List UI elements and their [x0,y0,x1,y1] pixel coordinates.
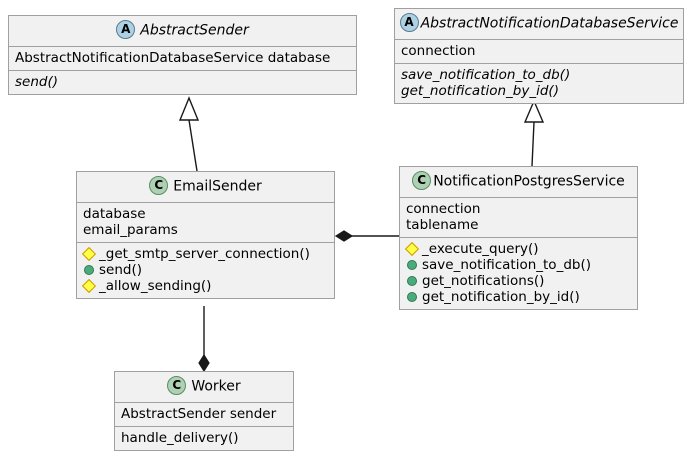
public-visibility-icon [84,265,94,275]
method-row: get_notification_by_id() [406,289,631,305]
class-name-worker: Worker [191,378,241,395]
abstract-class-icon: A [399,13,419,32]
attributes-compartment-worker: AbstractSender sender [115,403,293,427]
attribute-item: email_params [83,222,178,238]
method-row: save_notification_to_db() [406,257,631,273]
attributes-compartment-email-sender: database email_params [77,203,334,243]
method-item: get_notification_by_id() [422,289,580,305]
public-visibility-icon [407,276,417,286]
method-row: _allow_sending() [81,278,328,294]
methods-compartment-email-sender: _get_smtp_server_connection() send() _al… [77,243,334,298]
generalization-emailsender-to-abstractsender [178,96,200,172]
method-row: _get_smtp_server_connection() [81,246,328,262]
attribute-item: tablename [406,217,479,233]
class-name-notification-postgres-service: NotificationPostgresService [433,173,625,190]
concrete-class-icon: C [412,171,432,190]
private-visibility-icon [81,278,97,294]
class-name-abstract-sender: AbstractSender [140,22,249,39]
method-item: _allow_sending() [99,278,212,294]
methods-compartment-worker: handle_delivery() [115,427,293,450]
attributes-compartment-notification-postgres-service: connection tablename [400,198,637,238]
attribute-item: AbstractNotificationDatabaseService data… [15,50,331,66]
method-item: get_notifications() [422,273,545,289]
methods-compartment-abstract-sender: send() [9,71,356,94]
method-item: send() [99,262,142,278]
attribute-item: AbstractSender sender [121,406,277,422]
method-row: _execute_query() [404,241,631,257]
method-row: send() [83,262,328,278]
attribute-item: database [83,206,146,222]
attributes-compartment-abstract-sender: AbstractNotificationDatabaseService data… [9,47,356,71]
concrete-class-icon: C [167,376,187,395]
method-row: get_notifications() [406,273,631,289]
generalization-postgres-to-abstractdb [523,99,545,167]
composition-emailsender-to-postgres [334,230,399,242]
method-item: save_notification_to_db() [401,67,571,83]
method-item: handle_delivery() [121,430,239,446]
method-item: get_notification_by_id() [401,83,559,99]
private-visibility-icon [81,246,97,262]
public-visibility-icon [407,260,417,270]
public-visibility-icon [407,292,417,302]
method-item: _get_smtp_server_connection() [99,246,310,262]
method-item: send() [15,74,58,90]
method-item: _execute_query() [422,241,539,257]
methods-compartment-notification-postgres-service: _execute_query() save_notification_to_db… [400,238,637,309]
concrete-class-icon: C [149,176,169,195]
attribute-item: connection [401,43,476,59]
private-visibility-icon [404,241,420,257]
class-name-abstract-notification-database-service: AbstractNotificationDatabaseService [420,15,679,32]
attributes-compartment-abstract-notification-database-service: connection [395,40,683,64]
abstract-class-icon: A [116,20,136,39]
attribute-item: connection [406,201,481,217]
class-name-email-sender: EmailSender [173,178,262,195]
methods-compartment-abstract-notification-database-service: save_notification_to_db() get_notificati… [395,64,683,103]
composition-worker-to-emailsender [198,306,210,373]
method-item: save_notification_to_db() [422,257,591,273]
